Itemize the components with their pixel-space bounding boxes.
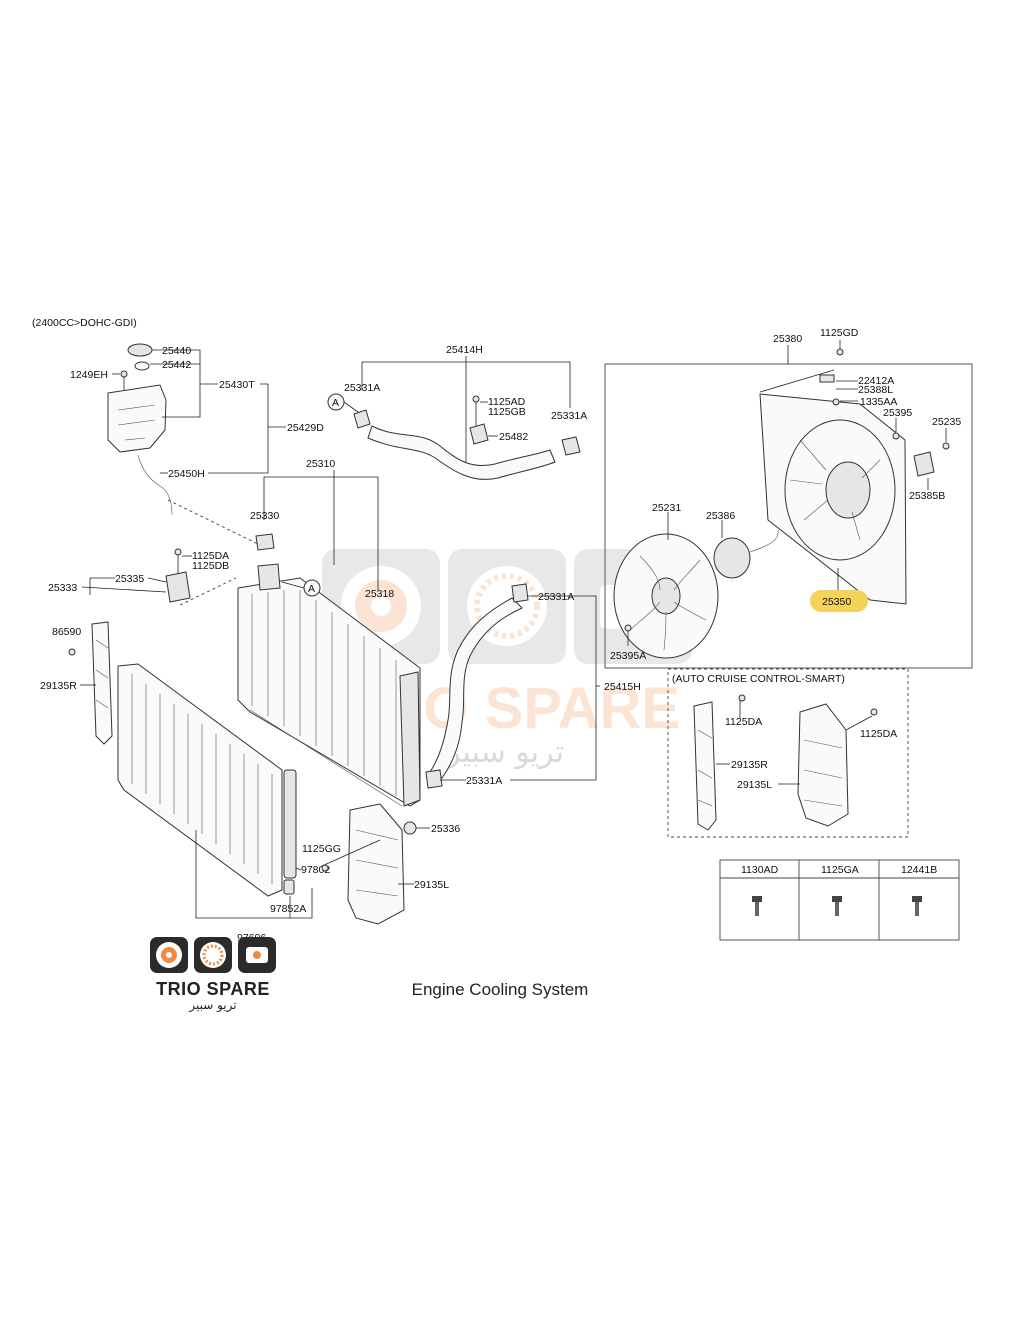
ref-A-radiator: A bbox=[308, 583, 315, 595]
label-25380: 25380 bbox=[773, 333, 802, 345]
radiator-group: 25310 25330 25318 A bbox=[167, 458, 421, 807]
label-25335: 25335 bbox=[115, 573, 144, 585]
reservoir-group: 25440 25442 1249EH 25430T 25429D 25450H bbox=[70, 343, 324, 516]
label-25231: 25231 bbox=[652, 502, 681, 514]
label-25331A-top-right: 25331A bbox=[551, 410, 587, 422]
label-25330: 25330 bbox=[250, 510, 279, 522]
label-29135L-main: 29135L bbox=[414, 879, 449, 891]
label-1125AD: 1125AD bbox=[488, 396, 526, 408]
bolt-icon bbox=[832, 896, 842, 916]
drain-cock-group: 1125DA 1125DB 25335 25333 bbox=[48, 548, 237, 606]
diagram-caption: Engine Cooling System bbox=[411, 980, 589, 999]
label-25386: 25386 bbox=[706, 510, 735, 522]
fastener-header-3: 12441B bbox=[901, 864, 937, 876]
upper-hose-group: 25414H A 25331A 25331A 1125AD 1125GB 254… bbox=[327, 344, 587, 480]
label-1125DA-cruise-left: 1125DA bbox=[725, 716, 762, 728]
label-25235: 25235 bbox=[932, 416, 961, 428]
label-1249EH: 1249EH bbox=[70, 369, 108, 381]
label-25331A-lower-top: 25331A bbox=[538, 591, 574, 603]
fastener-table: 1130AD 1125GA 12441B bbox=[719, 859, 960, 941]
label-1125GG: 1125GG bbox=[302, 843, 341, 855]
trio-spare-logo: TRIO SPARE تريو سبير bbox=[148, 935, 278, 1015]
label-25430T: 25430T bbox=[219, 379, 255, 391]
logo-brand: TRIO SPARE bbox=[156, 979, 270, 999]
label-25331A-top-left: 25331A bbox=[344, 382, 380, 394]
label-25415H: 25415H bbox=[604, 681, 641, 693]
label-1125DB: 1125DB bbox=[192, 560, 229, 572]
label-22412A: 22412A bbox=[858, 375, 894, 387]
label-29135R-main: 29135R bbox=[40, 680, 77, 692]
label-1125DA-top: 1125DA bbox=[192, 550, 229, 562]
label-86590: 86590 bbox=[52, 626, 81, 638]
label-25333: 25333 bbox=[48, 582, 77, 594]
bolt-icon bbox=[752, 896, 762, 916]
label-25395: 25395 bbox=[883, 407, 912, 419]
auto-cruise-group: (AUTO CRUISE CONTROL-SMART) 1125DA 29135… bbox=[667, 668, 909, 838]
label-25385B: 25385B bbox=[909, 490, 945, 502]
label-97852A: 97852A bbox=[270, 903, 306, 915]
logo-arabic: تريو سبير bbox=[189, 998, 237, 1012]
label-25442: 25442 bbox=[162, 359, 191, 371]
label-25440: 25440 bbox=[162, 345, 191, 357]
auto-cruise-note: (AUTO CRUISE CONTROL-SMART) bbox=[672, 673, 845, 685]
label-25350: 25350 bbox=[822, 596, 851, 608]
label-25450H: 25450H bbox=[168, 468, 205, 480]
label-25482: 25482 bbox=[499, 431, 528, 443]
label-1125GB: 1125GB bbox=[488, 406, 526, 418]
label-29135R-cruise: 29135R bbox=[731, 759, 768, 771]
label-25388L: 25388L bbox=[858, 384, 893, 396]
fastener-header-1: 1130AD bbox=[741, 864, 779, 876]
label-25429D: 25429D bbox=[287, 422, 324, 434]
label-25414H: 25414H bbox=[446, 344, 483, 356]
label-1125DA-cruise-right: 1125DA bbox=[860, 728, 897, 740]
bolt-icon bbox=[912, 896, 922, 916]
lower-hose-group: 25331A 25415H 25331A 25336 bbox=[403, 583, 641, 835]
condenser-group: 86590 29135R 97802 97852A 97606 bbox=[40, 621, 330, 944]
engine-variant-note: (2400CC>DOHC-GDI) bbox=[32, 317, 137, 329]
label-25318: 25318 bbox=[365, 588, 394, 600]
fan-assembly-group: 25380 1125GD 22412A 25388L 1335AA 25395 … bbox=[604, 327, 973, 669]
label-29135L-cruise: 29135L bbox=[737, 779, 772, 791]
label-1125GD: 1125GD bbox=[820, 327, 859, 339]
fastener-header-2: 1125GA bbox=[821, 864, 859, 876]
watermark-arabic: تريو سبير bbox=[444, 735, 564, 770]
label-25331A-lower-bottom: 25331A bbox=[466, 775, 502, 787]
label-25336: 25336 bbox=[431, 823, 460, 835]
logo-icons bbox=[150, 937, 276, 973]
label-25395A: 25395A bbox=[610, 650, 646, 662]
label-25310: 25310 bbox=[306, 458, 335, 470]
label-1335AA: 1335AA bbox=[860, 396, 897, 408]
ref-A-top: A bbox=[332, 397, 339, 409]
lower-air-guard-group: 1125GG 29135L bbox=[302, 803, 449, 925]
highlight-25350 bbox=[810, 590, 868, 612]
